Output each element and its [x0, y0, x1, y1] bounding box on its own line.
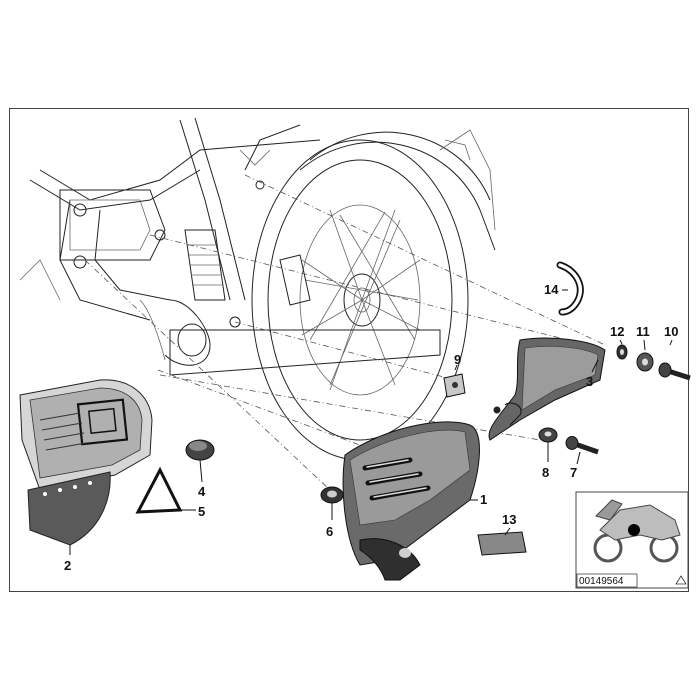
rear-rim	[299, 204, 421, 396]
part-6-grommet	[320, 486, 344, 504]
callout-7: 7	[570, 465, 577, 480]
location-inset: 00149564	[575, 491, 689, 589]
part-8-washer	[538, 427, 558, 443]
part-4-rubber-plug	[185, 439, 215, 461]
diagram-reference-number: 00149564	[579, 576, 624, 587]
callout-9: 9	[454, 352, 461, 367]
part-7-screw	[565, 436, 599, 455]
callout-leaders	[69, 289, 673, 555]
callout-6: 6	[326, 524, 333, 539]
motorcycle-frame-drawing	[19, 117, 496, 461]
gearbox-housing	[59, 189, 166, 261]
swing-arm	[169, 329, 441, 376]
inset-motorcycle-silhouette	[593, 499, 681, 563]
rear-tire-outer	[251, 139, 469, 461]
callout-11: 11	[636, 324, 650, 339]
callout-14: 14	[544, 282, 559, 297]
part-13-pad	[477, 531, 527, 556]
callout-2: 2	[64, 558, 71, 573]
wheel-spokes	[301, 209, 421, 391]
callout-5: 5	[198, 504, 205, 519]
part-1-main-cover	[342, 421, 480, 581]
inset-location-marker	[628, 524, 640, 536]
callout-8: 8	[542, 465, 549, 480]
part-2-side-cover	[19, 379, 153, 546]
callout-4: 4	[198, 484, 206, 499]
assembly-guide-lines	[84, 174, 606, 491]
part-5-triangle-seal	[135, 466, 183, 514]
callout-1: 1	[480, 492, 487, 507]
callout-13: 13	[502, 512, 516, 527]
part-12-washer	[616, 344, 628, 360]
inset-frame	[575, 491, 689, 589]
callout-3: 3	[586, 374, 593, 389]
warning-triangle-icon	[675, 575, 687, 585]
part-11-bushing	[636, 352, 654, 372]
callout-12: 12	[610, 324, 624, 339]
rear-hub	[343, 273, 381, 327]
rear-fender	[299, 141, 496, 251]
part-10-screw	[658, 362, 691, 381]
diagram-frame	[9, 108, 689, 592]
shock-absorber	[184, 229, 226, 301]
part-3-upper-cover	[488, 337, 606, 441]
callout-labels: 1 2 3 4 5 6 7 8 9 10 11 12 13 14	[64, 282, 678, 573]
rear-tire-inner	[267, 159, 453, 441]
rear-axle	[353, 287, 371, 313]
part-9-clip-nut	[443, 373, 466, 398]
callout-10: 10	[664, 324, 678, 339]
